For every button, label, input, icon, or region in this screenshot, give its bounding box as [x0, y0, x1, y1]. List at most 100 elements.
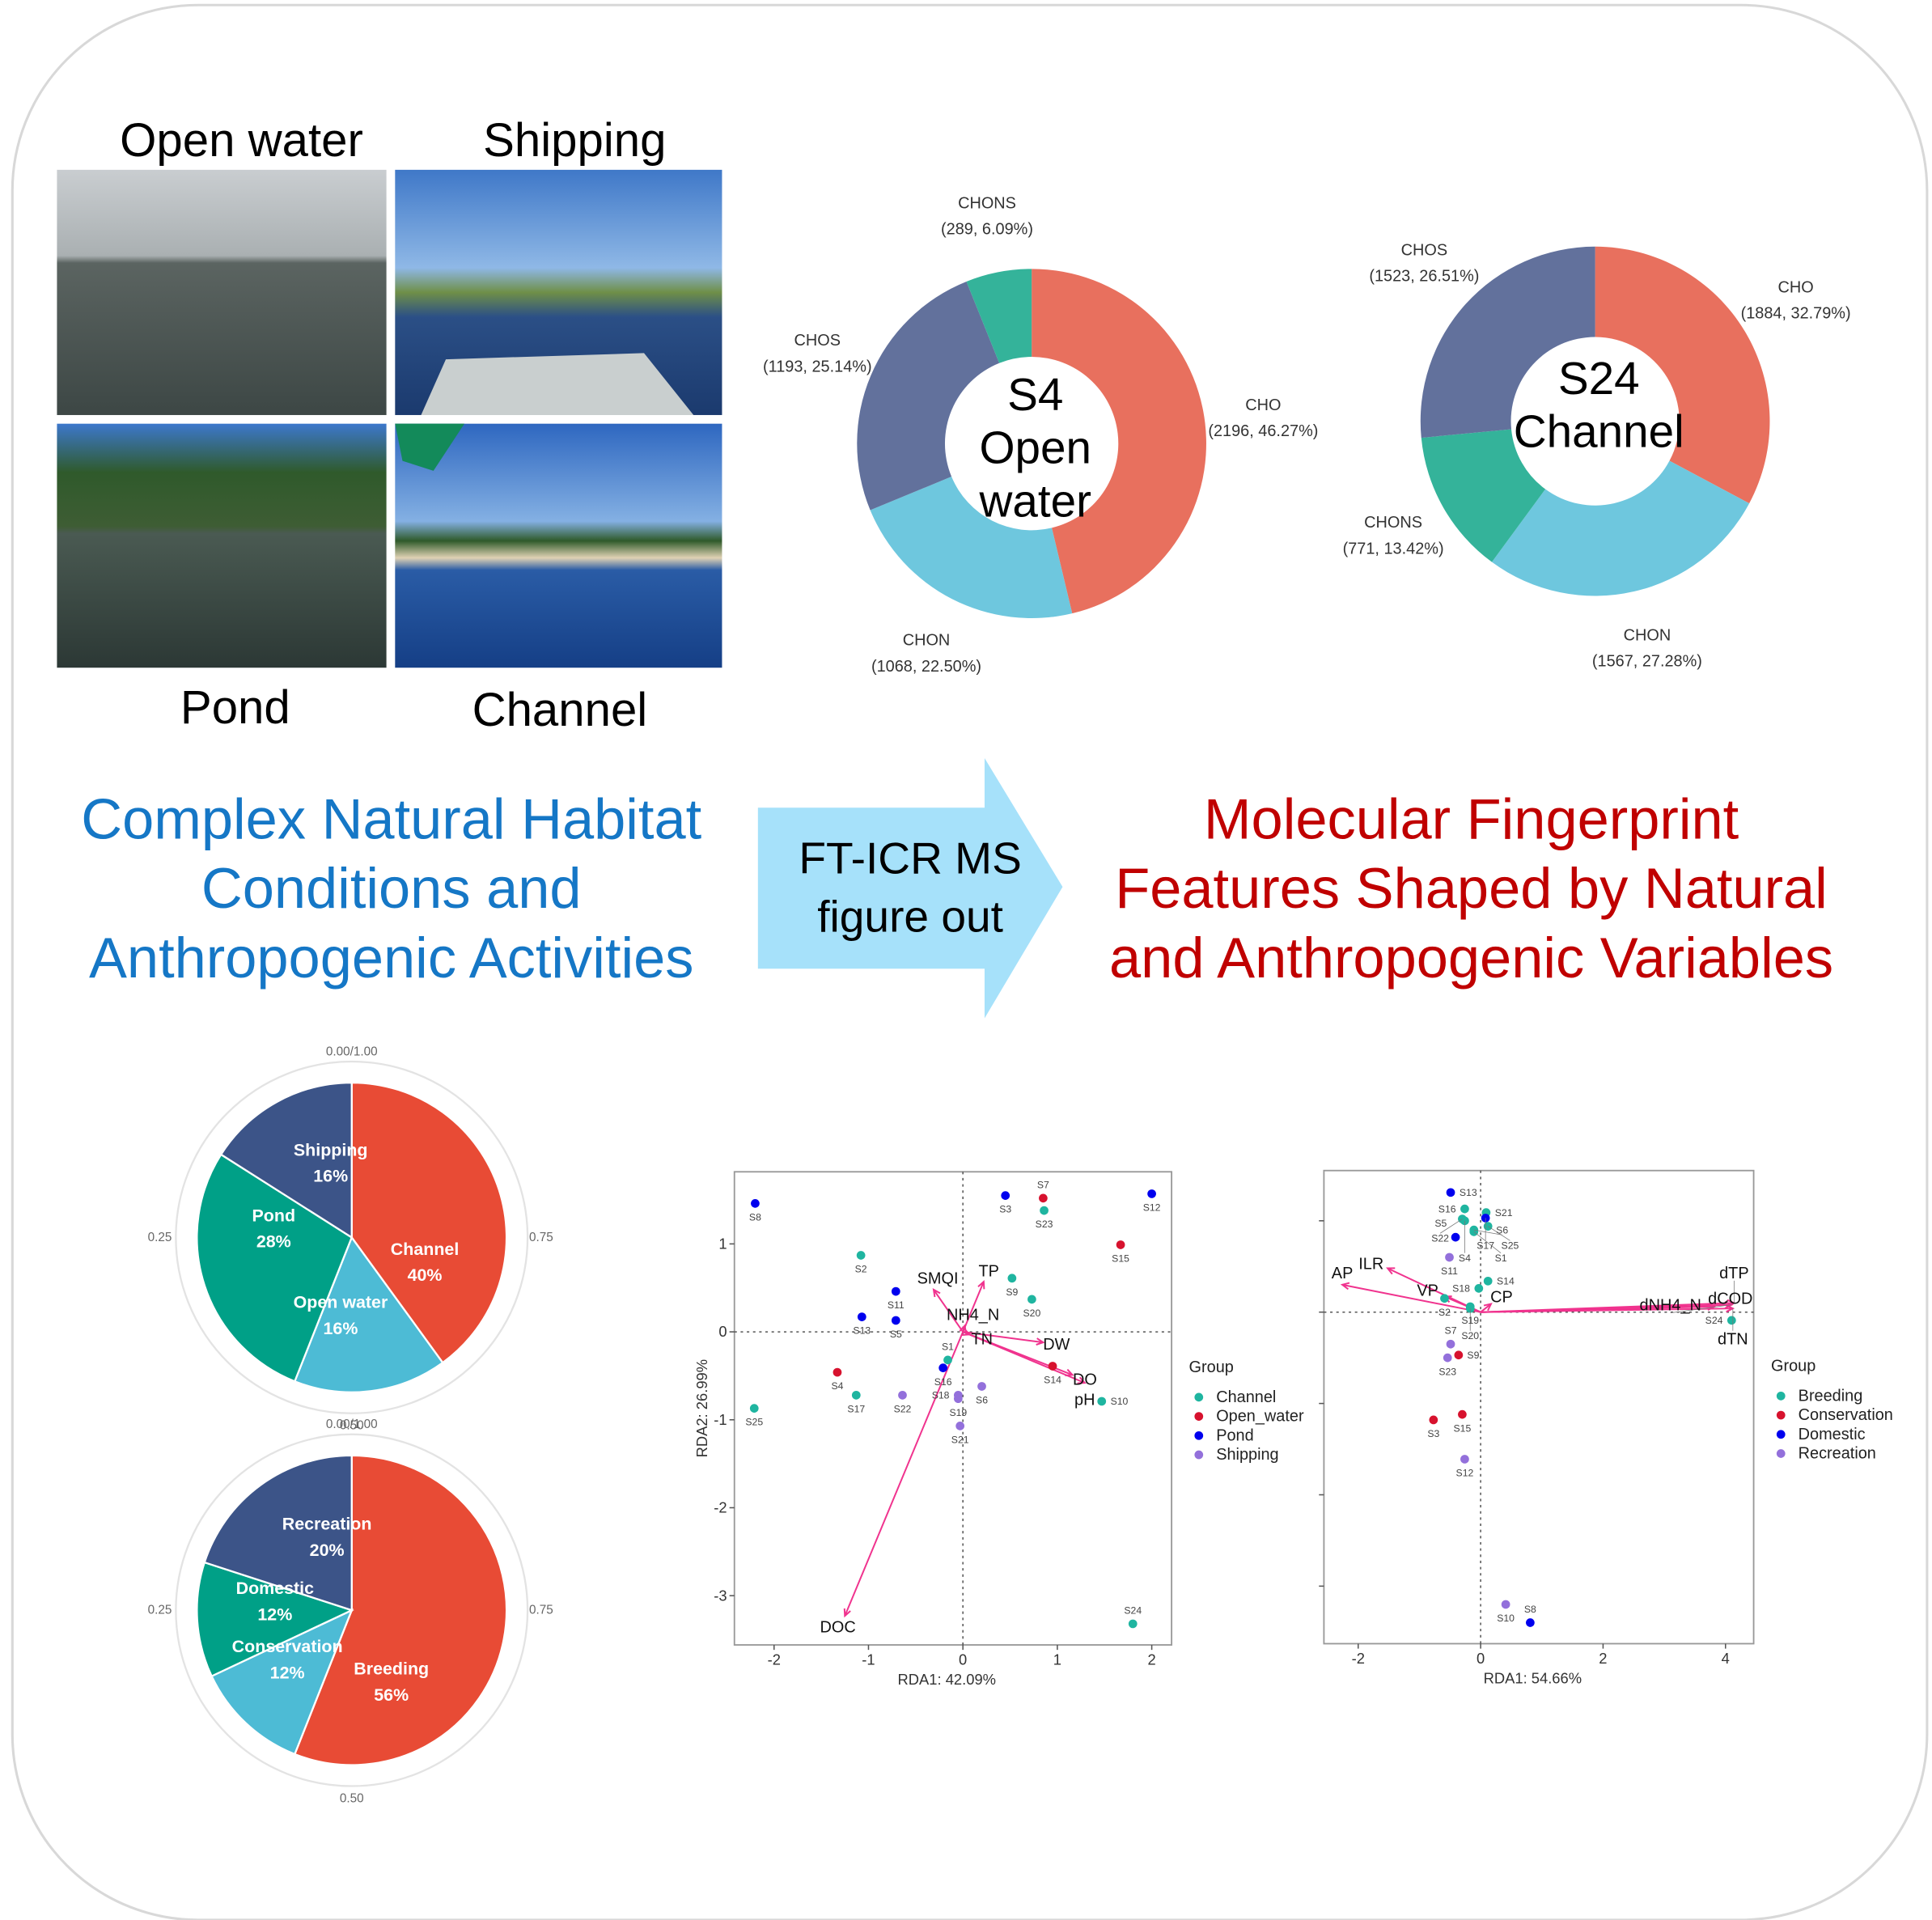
pie-slice-label: Conservation [232, 1637, 343, 1656]
legend-item-shipping: Shipping [1216, 1446, 1278, 1464]
donut-chart-s24: CHO(1884, 32.79%)CHON(1567, 27.28%)CHONS… [1343, 241, 1851, 670]
legend-item-breeding: Breeding [1799, 1387, 1863, 1405]
sample-point-s18 [1474, 1283, 1484, 1293]
slice-label-detail: (1193, 25.14%) [763, 358, 872, 375]
sample-point-s13 [857, 1312, 866, 1321]
vector-label: CP [1490, 1288, 1513, 1306]
polar-ring [175, 1433, 529, 1787]
donut-slice-chos [1420, 246, 1595, 439]
pie-slice-pct: 12% [270, 1663, 305, 1682]
pie-slice-label: Pond [252, 1206, 296, 1225]
sample-point-s16 [1460, 1204, 1469, 1214]
sample-label: S6 [976, 1395, 988, 1406]
sample-point-s14 [1048, 1362, 1057, 1371]
ring-label-bottom: 0.50 [340, 1419, 364, 1433]
vector-label: NH4_N [947, 1307, 999, 1325]
vector-label: TN [971, 1331, 993, 1349]
pie-slice-domestic [196, 1561, 354, 1678]
slice-label-name: CHOS [1401, 241, 1447, 259]
vector-label: TP [978, 1263, 998, 1281]
sample-point-s15 [1458, 1409, 1467, 1419]
slice-label-detail: (289, 6.09%) [941, 220, 1033, 238]
sample-label: S23 [1036, 1219, 1053, 1230]
pie-slice-pct: 28% [256, 1232, 291, 1252]
arrowhead [1724, 1301, 1734, 1309]
sample-label: S9 [1467, 1350, 1479, 1361]
x-tick-label: -1 [862, 1651, 875, 1668]
photo-pond [57, 423, 387, 668]
polar-ring [175, 1060, 529, 1414]
pie-slice-label: Recreation [282, 1515, 372, 1534]
pie-slice-pct: 16% [324, 1319, 358, 1338]
sample-point-s20 [1027, 1295, 1036, 1304]
legend-item-recreation: Recreation [1799, 1445, 1876, 1463]
sample-point-s23 [1443, 1353, 1452, 1363]
x-tick-label: 0 [1477, 1650, 1485, 1667]
arrowhead [1483, 1303, 1493, 1312]
donut-slice-chon [1491, 460, 1750, 596]
legend-swatch [1776, 1430, 1786, 1439]
ring-label-top: 0.00/1.00 [326, 1418, 378, 1431]
y-tick-label: 1 [718, 1235, 727, 1252]
process-arrow: FT-ICR MS figure out [757, 757, 1063, 1019]
x-tick-label: 0 [959, 1651, 967, 1668]
sample-label: S5 [890, 1329, 902, 1340]
headline-right-line: Features Shaped by Natural [1115, 856, 1828, 920]
vector-arrow-ap [1341, 1283, 1481, 1313]
vector-label: DO [1073, 1371, 1097, 1389]
sample-label: S15 [1112, 1253, 1129, 1265]
vector-arrow-tp [962, 1281, 985, 1333]
sample-label: S12 [1143, 1202, 1161, 1214]
sample-point-s12 [1147, 1189, 1156, 1198]
donut-center-label: S4 [1007, 370, 1063, 421]
vector-arrow-ph [962, 1331, 1086, 1384]
sample-label: S5 [1434, 1218, 1447, 1229]
y-tick-label: -2 [714, 1499, 727, 1516]
plot-area [1323, 1169, 1755, 1645]
sample-point-s3 [1429, 1415, 1438, 1425]
vector-label: dNH4_N [1640, 1297, 1701, 1315]
slice-label-detail: (2196, 46.27%) [1208, 422, 1318, 440]
sample-label: S25 [745, 1417, 763, 1428]
y-tick-label: 0 [718, 1323, 727, 1340]
sample-point-s5 [1451, 1232, 1460, 1242]
sample-label: S1 [942, 1341, 954, 1352]
sample-point-s6 [977, 1382, 986, 1391]
vector-label: VP [1417, 1282, 1438, 1299]
vector-arrow-dnh4_n [1481, 1303, 1732, 1313]
pie-slice-label: Breeding [354, 1659, 429, 1679]
sample-point-s3 [1001, 1191, 1010, 1200]
sample-point-s5 [891, 1316, 900, 1325]
sample-label: S17 [847, 1403, 865, 1414]
pie-slice-open-water [293, 1235, 444, 1393]
donut-chart-s4: CHO(2196, 46.27%)CHON(1068, 22.50%)CHOS(… [763, 194, 1318, 676]
pie-slice-label: Channel [391, 1240, 460, 1259]
legend-item-channel: Channel [1216, 1388, 1276, 1406]
headline-right: Molecular Fingerprint Features Shaped by… [1109, 786, 1833, 989]
donut-slice-chos [857, 281, 1000, 511]
photo-channel [395, 423, 722, 668]
donut-slice-chon [870, 477, 1073, 619]
slice-label-name: CHONS [1364, 514, 1422, 532]
photo-caption-channel: Channel [472, 684, 648, 736]
pie-slice-conservation [210, 1608, 354, 1756]
x-axis-label: RDA1: 54.66% [1484, 1669, 1582, 1686]
vector-label: DOC [820, 1619, 856, 1637]
pie-slice-channel [350, 1081, 508, 1364]
x-tick-label: 2 [1147, 1651, 1155, 1668]
slice-label-name: CHONS [958, 194, 1016, 212]
slice-label-detail: (1567, 27.28%) [1592, 653, 1702, 671]
label-leader-line [1473, 1231, 1502, 1254]
pie-slice-label: Open water [294, 1293, 388, 1312]
sample-point-s21 [955, 1422, 965, 1430]
arrowhead [843, 1608, 851, 1618]
slice-label-detail: (1884, 32.79%) [1741, 305, 1851, 323]
sample-label: S20 [1023, 1308, 1040, 1319]
ring-label-left: 0.25 [148, 1231, 172, 1244]
legend-item-conservation: Conservation [1799, 1406, 1893, 1424]
vector-label: SMQI [917, 1270, 959, 1288]
sample-label: S18 [932, 1390, 950, 1401]
sample-label: S4 [831, 1380, 843, 1392]
